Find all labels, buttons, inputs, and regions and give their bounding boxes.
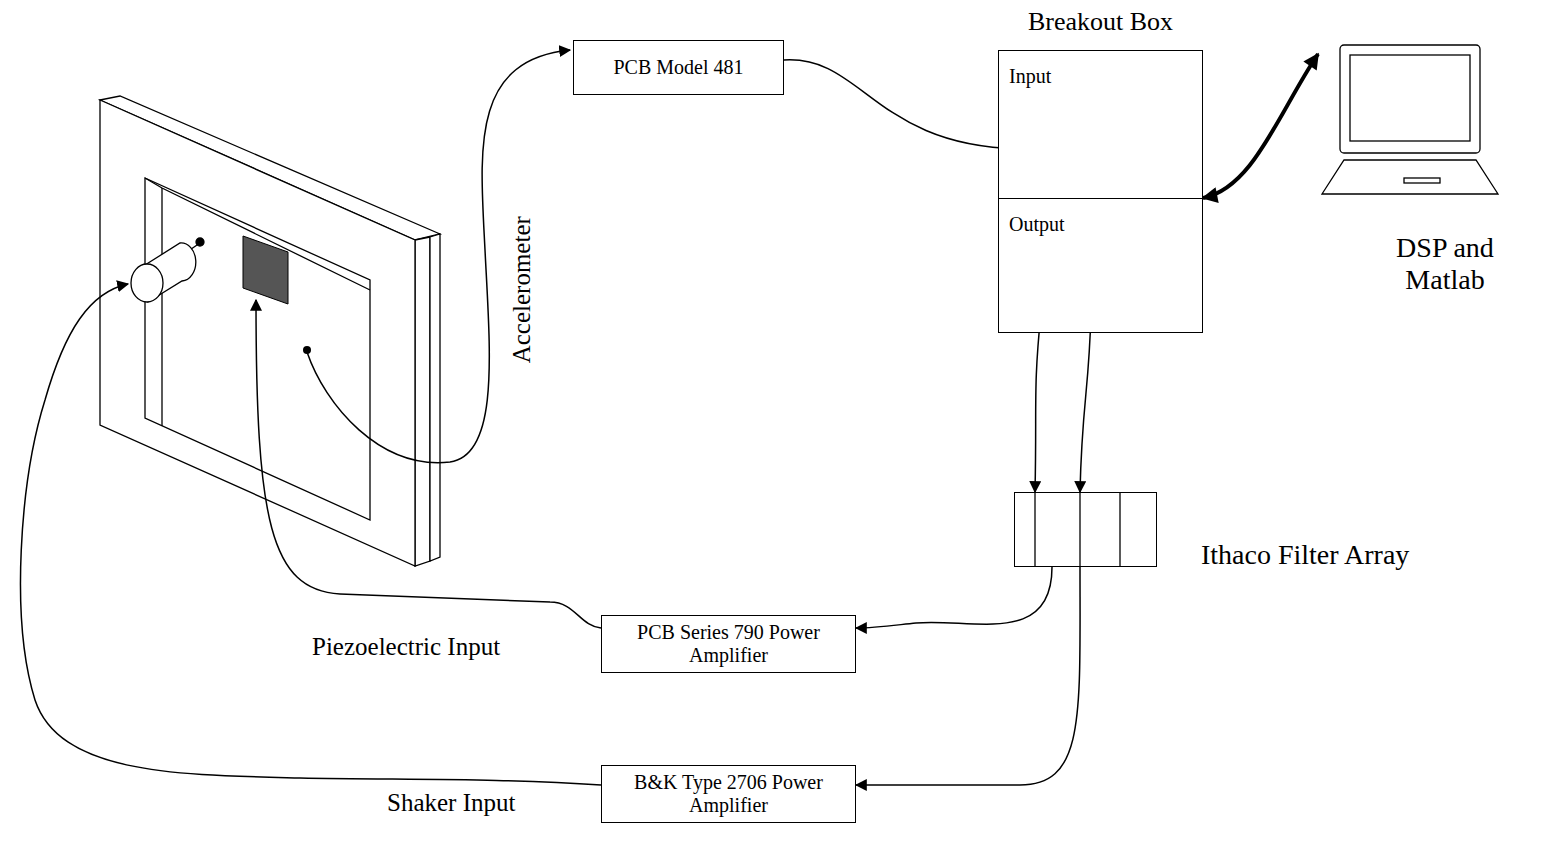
node-label: DSP and Matlab: [1370, 232, 1520, 296]
box-heading: Breakout Box: [979, 7, 1222, 37]
shaker-symbol: [131, 238, 204, 302]
amplifier-box: PCB Series 790 Power Amplifier: [601, 615, 856, 673]
box-label: PCB Series 790 Power Amplifier: [602, 619, 855, 669]
amplifier-box: B&K Type 2706 Power Amplifier: [601, 765, 856, 823]
filter-array: Ithaco Filter Array: [1014, 492, 1157, 567]
wires: [21, 50, 601, 785]
box-label: Input: [1009, 65, 1051, 88]
filter-cells: [1014, 492, 1157, 567]
process-box: PCB Model 481: [573, 40, 784, 95]
signal-cable: [856, 567, 1080, 785]
laptop-icon: [1318, 42, 1502, 202]
box-label: B&K Type 2706 Power Amplifier: [602, 769, 855, 819]
box-label: PCB Model 481: [603, 54, 753, 81]
output-panel: Output: [999, 198, 1204, 334]
wire-label: Piezoelectric Input: [310, 633, 502, 661]
computer-node: DSP and Matlab: [1318, 42, 1502, 312]
signal-cable: [1080, 312, 1091, 492]
piezo-patch: [243, 236, 288, 304]
wire-label: Accelerometer: [508, 214, 536, 365]
piezo-wire: [256, 300, 601, 628]
input-panel: Input: [999, 51, 1204, 198]
signal-cable: [856, 567, 1052, 628]
wire-label: Shaker Input: [385, 789, 517, 817]
signal-cable: [1035, 312, 1041, 492]
signal-cable: [784, 60, 1027, 149]
data-link: [1203, 54, 1318, 198]
box-label: Output: [1009, 213, 1065, 236]
breakout-box: Breakout BoxInputOutput: [998, 50, 1203, 333]
node-label: Ithaco Filter Array: [1201, 539, 1409, 571]
plate-frame: [100, 96, 440, 566]
accelerometer-wire: [307, 50, 570, 463]
